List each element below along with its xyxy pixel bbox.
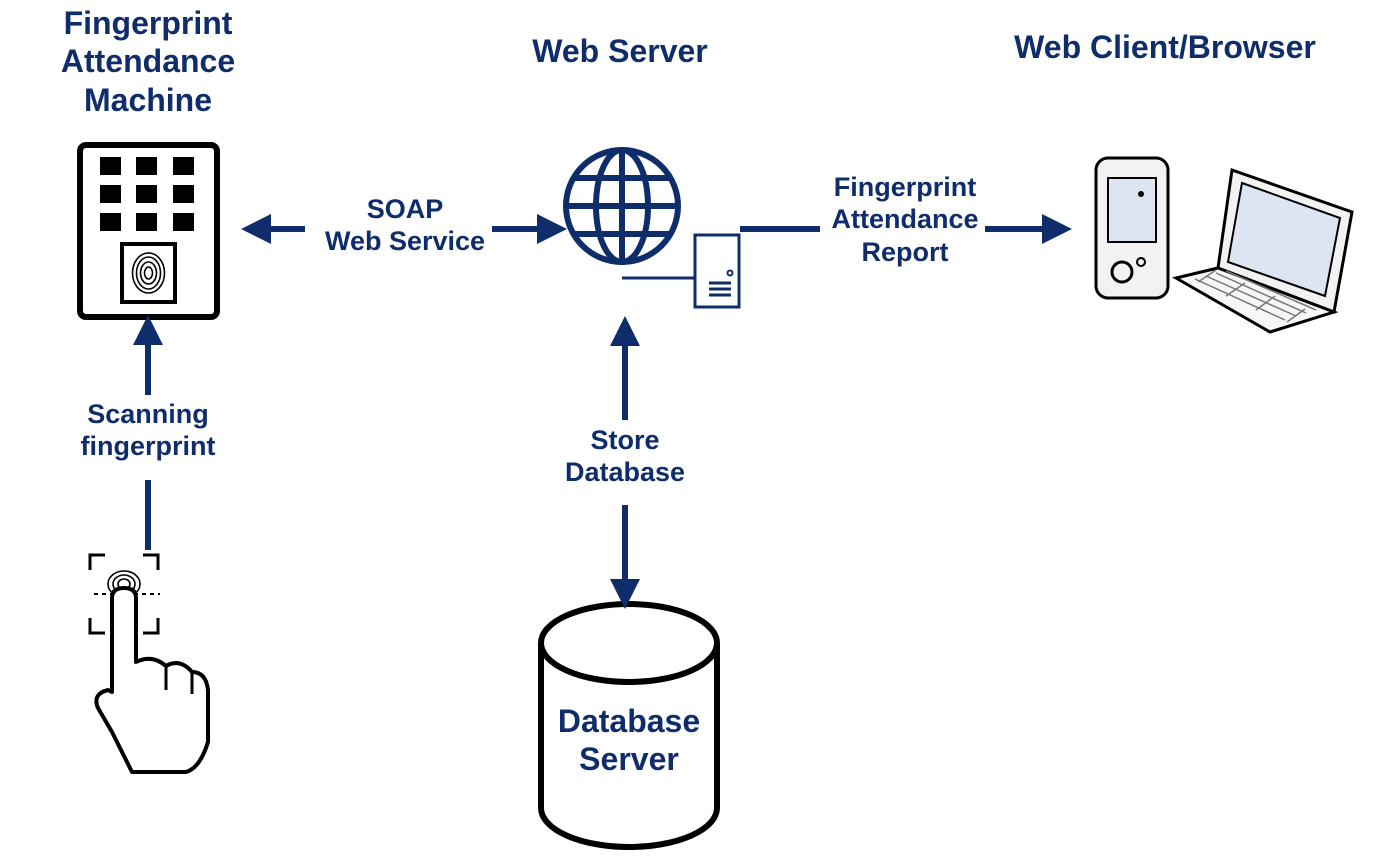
database-label: Database Server xyxy=(541,702,717,779)
phone-laptop-icon xyxy=(1094,156,1354,334)
scan-label-line: Scanning xyxy=(87,399,209,429)
database-cylinder-icon xyxy=(538,601,720,850)
soap-label-line: Web Service xyxy=(324,226,486,257)
machine-title-line: Attendance xyxy=(60,43,236,80)
database-label-line: Server xyxy=(579,741,679,778)
report-label: Fingerprint Attendance Report xyxy=(800,171,1010,268)
machine-title-line: Machine xyxy=(83,81,213,118)
machine-title-line: Fingerprint xyxy=(63,5,233,41)
store-label-line: Database xyxy=(564,457,686,488)
report-label-line: Report xyxy=(861,236,949,267)
phone-icon xyxy=(1094,156,1170,300)
store-label: Store Database xyxy=(540,424,710,489)
web-server-title: Web Server xyxy=(532,33,708,69)
finger-scan-icon xyxy=(88,553,210,774)
client-title: Web Client/Browser xyxy=(1014,29,1316,65)
report-label-line: Attendance xyxy=(831,204,979,235)
machine-title: Fingerprint Attendance Machine xyxy=(28,4,268,119)
laptop-icon xyxy=(1171,167,1354,334)
scan-label: Scanning fingerprint xyxy=(50,398,246,463)
report-label-line: Fingerprint xyxy=(833,172,977,202)
globe-server-icon xyxy=(563,147,741,309)
soap-label-line: SOAP xyxy=(366,194,444,224)
store-label-line: Store xyxy=(590,425,660,455)
database-label-line: Database xyxy=(557,703,701,739)
soap-label: SOAP Web Service xyxy=(300,193,510,258)
scan-label-line: fingerprint xyxy=(80,431,216,462)
fingerprint-keypad-icon xyxy=(77,142,220,320)
